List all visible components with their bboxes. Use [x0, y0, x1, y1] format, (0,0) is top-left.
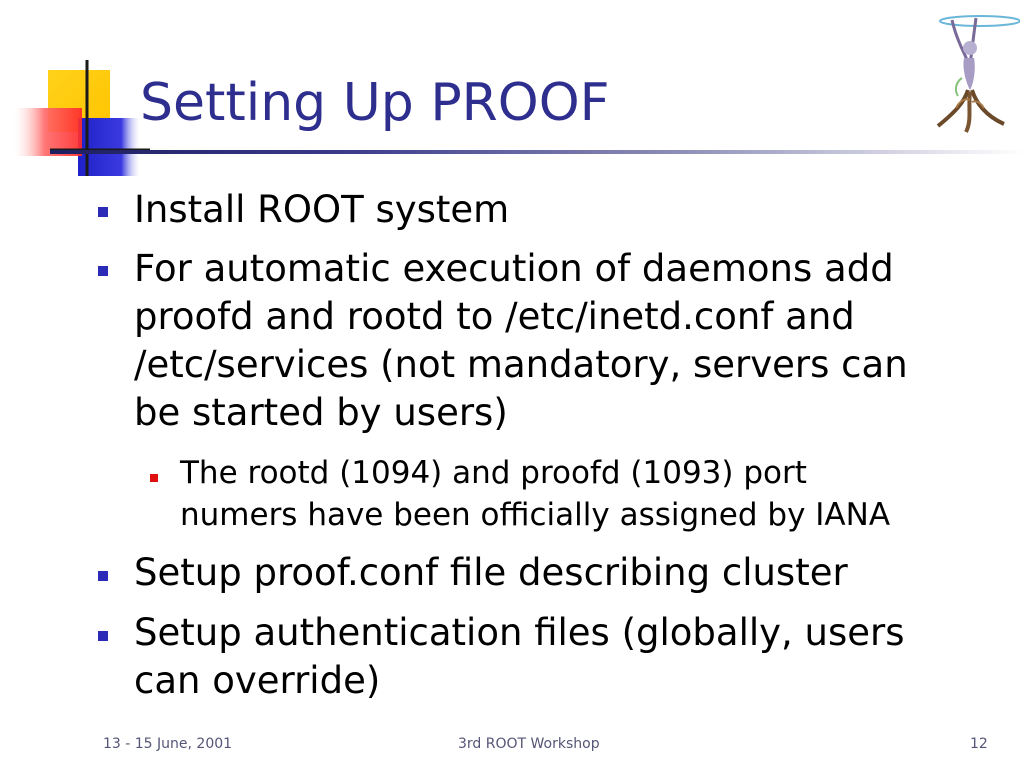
footer-date: 13 - 15 June, 2001 [103, 736, 233, 752]
footer-event: 3rd ROOT Workshop [458, 736, 600, 752]
bullet-item: Setup proof.conf file describing cluster [134, 549, 848, 597]
bullet-square-icon [98, 266, 108, 276]
footer-page-number: 12 [970, 736, 988, 752]
bullet-line: Setup proof.conf file describing cluster [134, 551, 848, 594]
bullet-square-icon [98, 207, 108, 217]
title-underline [50, 150, 1024, 154]
bullet-line: Install ROOT system [134, 188, 510, 231]
slide-title: Setting Up PROOF [140, 73, 610, 133]
dancing-figure-logo-icon [936, 15, 1020, 133]
sub-bullet-line: The rootd (1094) and proofd (1093) port [180, 455, 807, 491]
bullet-line: be started by users) [134, 391, 508, 434]
sub-bullet-line: numers have been officially assigned by … [180, 497, 891, 533]
bullet-item: Setup authentication files (globally, us… [134, 609, 905, 705]
bullet-square-icon [98, 571, 108, 581]
bullet-square-icon [98, 631, 108, 641]
sub-bullet-item: The rootd (1094) and proofd (1093) port … [180, 452, 890, 536]
sub-bullet-square-icon [150, 474, 158, 482]
slide-content: Install ROOT system For automatic execut… [98, 186, 908, 705]
bullet-line: For automatic execution of daemons add [134, 247, 894, 290]
bullet-line: /etc/services (not mandatory, servers ca… [134, 343, 908, 386]
bullet-line: Setup authentication files (globally, us… [134, 611, 905, 654]
bullet-line: can override) [134, 659, 381, 702]
bullet-item: For automatic execution of daemons add p… [134, 245, 908, 437]
bullet-item: Install ROOT system [134, 186, 509, 234]
bullet-line: proofd and rootd to /etc/inetd.conf and [134, 295, 855, 338]
